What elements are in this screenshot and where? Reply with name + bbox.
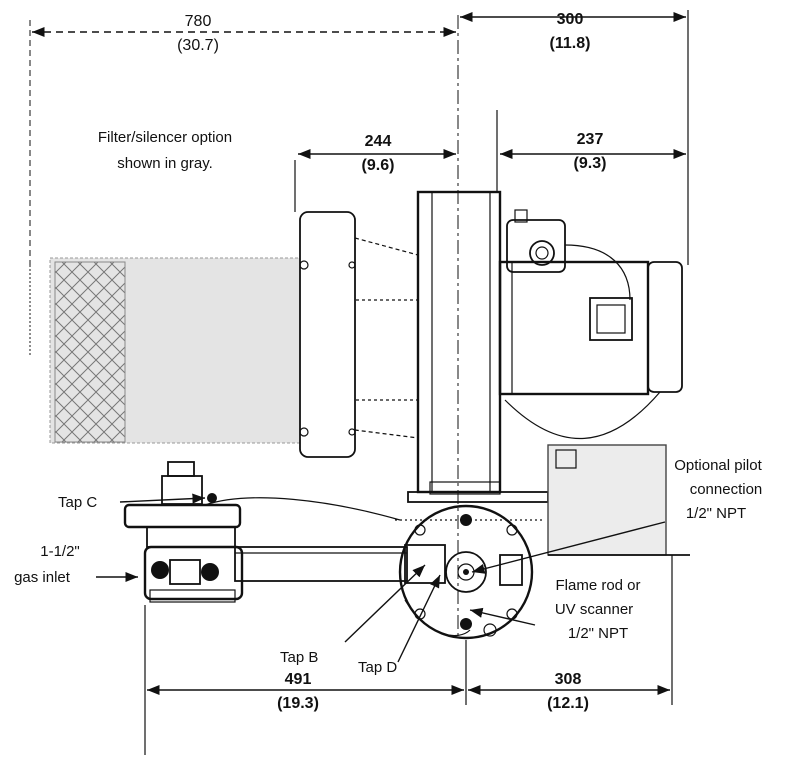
dim-mid-left-mm: 244 (365, 133, 392, 150)
dim-top-left-mm: 780 (185, 13, 212, 30)
label-flame-line2: UV scanner (555, 601, 633, 618)
extension-lines (29, 10, 689, 755)
blower-motor (498, 260, 683, 440)
gas-train (204, 497, 471, 637)
label-flame-line1: Flame rod or (555, 577, 640, 594)
dim-bottom-left-mm: 491 (285, 671, 312, 688)
dim-top-right-mm: 300 (557, 11, 584, 28)
filter-silencer (29, 257, 301, 444)
gas-regulator (123, 461, 244, 603)
air-inlet-flange (299, 211, 419, 458)
dim-mid-left-in: (9.6) (362, 157, 395, 174)
pressure-switch (506, 209, 631, 301)
label-gas-inlet-size: 1-1/2" (40, 543, 80, 560)
dim-top-left-in: (30.7) (177, 37, 219, 54)
dim-bottom-left-in: (19.3) (277, 695, 319, 712)
dimension-lines (32, 11, 686, 696)
label-pilot-line1: Optional pilot (674, 457, 762, 474)
label-pilot-line2: connection (690, 481, 763, 498)
label-tap-d: Tap D (358, 659, 397, 676)
leader-lines (96, 493, 666, 663)
dim-bottom-right-in: (12.1) (547, 695, 589, 712)
label-gas-inlet: gas inlet (14, 569, 71, 586)
dim-bottom-right-mm: 308 (555, 671, 582, 688)
dim-top-right-in: (11.8) (550, 35, 591, 52)
dim-mid-right-in: (9.3) (574, 155, 607, 172)
dim-mid-right-mm: 237 (577, 131, 604, 148)
label-flame-line3: 1/2" NPT (568, 625, 628, 642)
label-tap-b: Tap B (280, 649, 318, 666)
label-pilot-line3: 1/2" NPT (686, 505, 746, 522)
control-enclosure (547, 444, 690, 556)
blower-housing (407, 190, 549, 503)
filter-note-line2: shown in gray. (117, 155, 213, 172)
filter-note-line1: Filter/silencer option (98, 129, 232, 146)
label-tap-c: Tap C (58, 494, 97, 511)
